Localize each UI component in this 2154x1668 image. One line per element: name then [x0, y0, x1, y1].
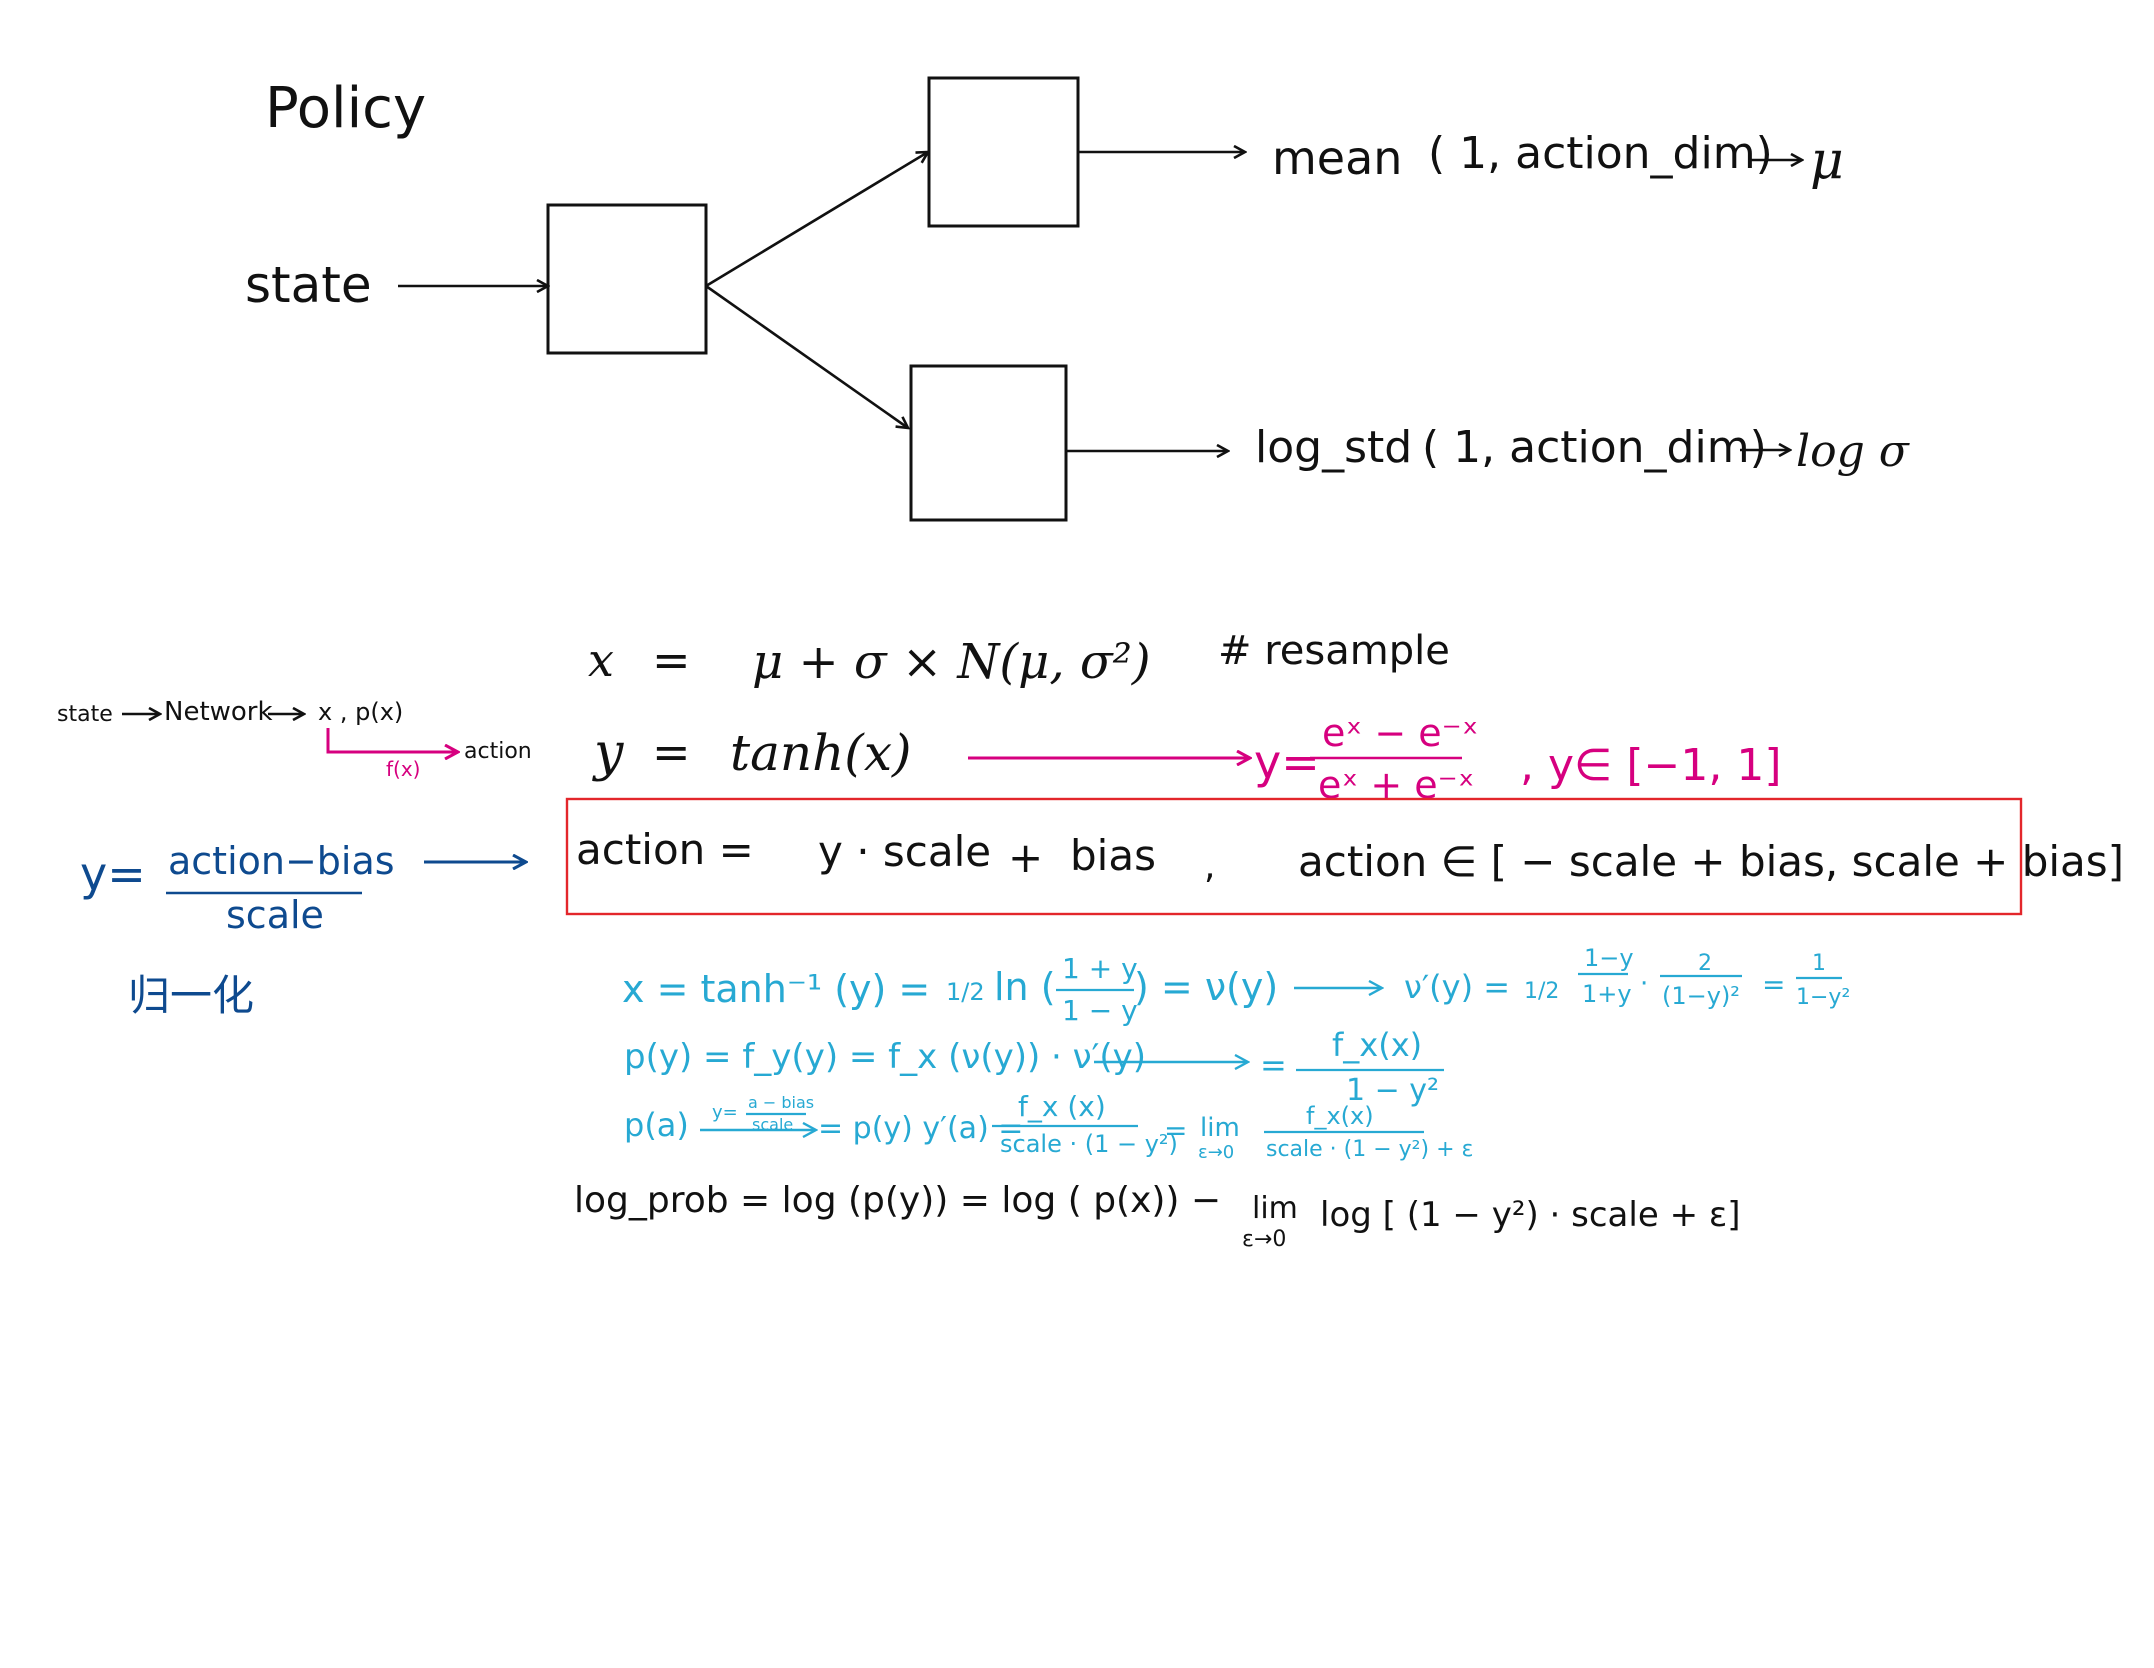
deriv-l1-f2-den: (1−y)² [1662, 982, 1740, 1010]
deriv-l1-f1-den: 1+y [1582, 980, 1632, 1008]
action-range: action ∈ [ − scale + bias, scale + bias] [1298, 837, 2124, 886]
deriv-l1-eq: = [1762, 968, 1785, 1001]
deriv-l3-eq: = [1164, 1114, 1187, 1147]
logstd-shape: ( 1, action_dim) [1422, 422, 1767, 473]
normalize-numerator: action−bias [168, 839, 395, 883]
mean-shape: ( 1, action_dim) [1428, 128, 1773, 179]
deriv-l4-lim-sub: ε→0 [1242, 1227, 1286, 1252]
deriv-l1-frac-num: 1 + y [1062, 952, 1138, 985]
deriv-l1-frac-den: 1 − y [1062, 994, 1138, 1027]
mu-symbol: μ [1810, 131, 1844, 191]
deriv-l3-lim: lim [1200, 1113, 1240, 1143]
deriv-l1-b: ) = ν(y) [1134, 965, 1278, 1009]
deriv-l1-a: x = tanh⁻¹ (y) = [622, 967, 930, 1011]
deriv-l3-sub-num: a − bias [748, 1093, 814, 1112]
logstd-label: log_std [1255, 422, 1412, 473]
deriv-l2-den: 1 − y² [1346, 1073, 1439, 1108]
action-def-plus: + [1008, 833, 1043, 882]
action-definition-box [565, 797, 2023, 916]
state-label: state [245, 256, 372, 314]
deriv-l3-num2: f_x(x) [1306, 1102, 1374, 1130]
resample-comment: # resample [1218, 628, 1450, 674]
resample-lhs: x [588, 633, 614, 687]
tanh-def-y: y= [1254, 735, 1320, 789]
deriv-l3-lim-sub: ε→0 [1198, 1142, 1234, 1163]
deriv-l1-dot: · [1640, 969, 1648, 999]
log-sigma-symbol: log σ [1796, 426, 1911, 477]
deriv-l2-eq: = [1260, 1046, 1287, 1084]
tanh-def-numerator: eˣ − e⁻ˣ [1322, 711, 1479, 755]
deriv-l1-half: 1/2 [946, 978, 985, 1006]
deriv-l1-f3-num: 1 [1812, 951, 1826, 976]
action-def-term2: bias [1070, 831, 1156, 880]
resample-equals: = [652, 633, 691, 687]
branch-arrow-mean [705, 152, 928, 288]
deriv-l3-den: scale · (1 − y²) [1000, 1130, 1178, 1158]
pipeline-state: state [57, 702, 113, 727]
deriv-l2-num: f_x(x) [1332, 1026, 1422, 1064]
deriv-l3-a: p(a) [624, 1106, 689, 1144]
deriv-l3-den2: scale · (1 − y²) + ε [1266, 1137, 1473, 1162]
mean-label: mean [1272, 131, 1402, 185]
action-def-term1: y · scale [818, 827, 991, 876]
policy-title: Policy [265, 76, 426, 141]
deriv-l3-sub-y: y= [712, 1102, 738, 1123]
pipeline-x-px: x , p(x) [318, 698, 403, 726]
deriv-l1-ln: ln ( [994, 965, 1056, 1009]
pipeline-fx: f(x) [386, 757, 420, 781]
trunk-network-box [546, 203, 708, 355]
branch-arrow-logstd [705, 284, 908, 428]
resample-rhs: μ + σ × N(μ, σ²) [752, 634, 1151, 690]
deriv-l4-b: log [ (1 − y²) · scale + ε] [1320, 1195, 1741, 1235]
logstd-head-box [909, 364, 1068, 522]
normalize-denominator: scale [226, 893, 324, 937]
tanh-def-denominator: eˣ + e⁻ˣ [1318, 763, 1475, 807]
deriv-l1-f3-den: 1−y² [1796, 985, 1850, 1010]
deriv-l4-a: log_prob = log (p(y)) = log ( p(x)) − [574, 1180, 1221, 1221]
tanh-rhs: tanh(x) [730, 724, 912, 782]
action-def-lhs: action = [576, 825, 754, 874]
deriv-l4-lim: lim [1252, 1191, 1298, 1226]
deriv-l3-b: = p(y) y′(a) = [818, 1111, 1023, 1146]
action-def-comma: , [1204, 846, 1215, 887]
deriv-l1-f1-num: 1−y [1584, 944, 1634, 972]
normalize-y: y= [80, 847, 146, 901]
normalize-caption: 归一化 [128, 971, 254, 1020]
tanh-range: , y∈ [−1, 1] [1520, 740, 1782, 791]
deriv-l1-half2: 1/2 [1524, 979, 1559, 1004]
deriv-l2-a: p(y) = f_y(y) = f_x (ν(y)) · ν′(y) [624, 1037, 1146, 1077]
deriv-l3-num: f_x (x) [1018, 1090, 1106, 1123]
deriv-l1-c: ν′(y) = [1404, 968, 1510, 1006]
pipeline-network: Network [164, 697, 273, 727]
pipeline-fx-arrow [326, 728, 458, 752]
tanh-lhs: y [592, 723, 624, 783]
pipeline-action: action [464, 739, 532, 764]
deriv-l1-f2-num: 2 [1698, 951, 1712, 976]
mean-head-box [927, 76, 1080, 228]
tanh-equals: = [652, 725, 691, 779]
